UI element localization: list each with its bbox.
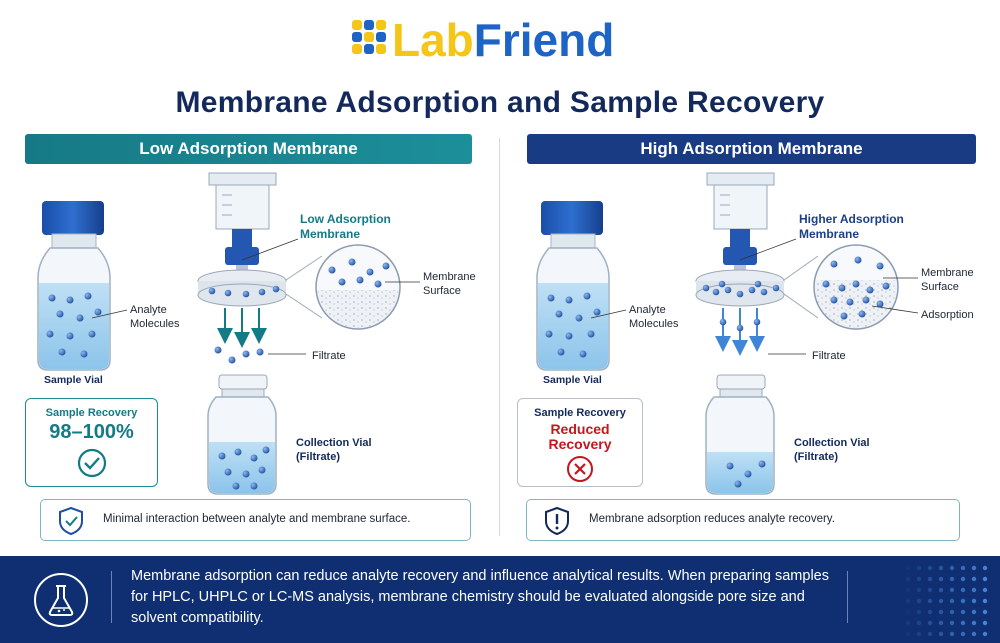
footer <box>0 556 1000 643</box>
analyte-label-left: Analyte Molecules <box>130 304 180 330</box>
logo-icon <box>352 20 386 54</box>
filtrate-label-left: Filtrate <box>312 350 346 362</box>
membrane-label-left: Low Adsorption Membrane <box>300 212 391 241</box>
membrane-surface-label-right: Membrane Surface <box>921 267 974 293</box>
recovery-title-left: Sample Recovery <box>45 407 138 419</box>
panel-divider <box>499 138 500 536</box>
syringe-filter-right <box>695 172 806 356</box>
footer-text: Membrane adsorption can reduce analyte r… <box>131 568 829 626</box>
left-panel-header: Low Adsorption Membrane <box>25 134 472 164</box>
info-box-left: Minimal interaction between analyte and … <box>40 499 471 541</box>
filtrate-label-right: Filtrate <box>812 350 846 362</box>
syringe-filter-left <box>197 172 306 364</box>
sample-vial-left <box>37 201 128 371</box>
sample-vial-label-right: Sample Vial <box>543 374 602 386</box>
recovery-value-left: 98–100% <box>49 421 134 443</box>
diagram-illustration <box>37 172 919 495</box>
membrane-surface-label-left: Membrane Surface <box>423 271 476 297</box>
collection-label-right: Collection Vial (Filtrate) <box>794 437 870 463</box>
collection-vial-right <box>705 374 775 495</box>
logo-text: LabFriend <box>392 14 614 66</box>
info-box-right: Membrane adsorption reduces analyte reco… <box>526 499 960 541</box>
x-icon <box>567 456 593 482</box>
membrane-label-right: Higher Adsorption Membrane <box>799 212 904 241</box>
sample-vial-right <box>536 201 627 371</box>
footer-divider-right <box>847 571 848 623</box>
analyte-label-right: Analyte Molecules <box>629 304 679 330</box>
footer-dot-pattern <box>905 565 988 637</box>
recovery-title-right: Sample Recovery <box>534 407 626 419</box>
recovery-box-right: Sample Recovery Reduced Recovery <box>517 398 643 487</box>
recovery-box-left: Sample Recovery 98–100% <box>25 398 158 487</box>
membrane-zoom-left <box>285 244 420 330</box>
recovery-value-right: Reduced Recovery <box>548 421 612 452</box>
info-text-right: Membrane adsorption reduces analyte reco… <box>589 513 835 525</box>
right-panel-header: High Adsorption Membrane <box>527 134 976 164</box>
collection-vial-left <box>207 374 277 495</box>
shield-check-icon <box>59 506 83 536</box>
footer-divider-left <box>111 571 112 623</box>
sample-vial-label-left: Sample Vial <box>44 374 103 386</box>
membrane-zoom-right <box>783 244 919 330</box>
shield-alert-icon <box>545 506 569 536</box>
logo: LabFriend <box>352 14 614 66</box>
flask-icon <box>34 573 88 627</box>
check-icon <box>77 448 106 478</box>
collection-label-left: Collection Vial (Filtrate) <box>296 437 372 463</box>
adsorption-label-right: Adsorption <box>921 309 974 321</box>
page-title: Membrane Adsorption and Sample Recovery <box>175 86 825 119</box>
info-text-left: Minimal interaction between analyte and … <box>103 513 411 525</box>
